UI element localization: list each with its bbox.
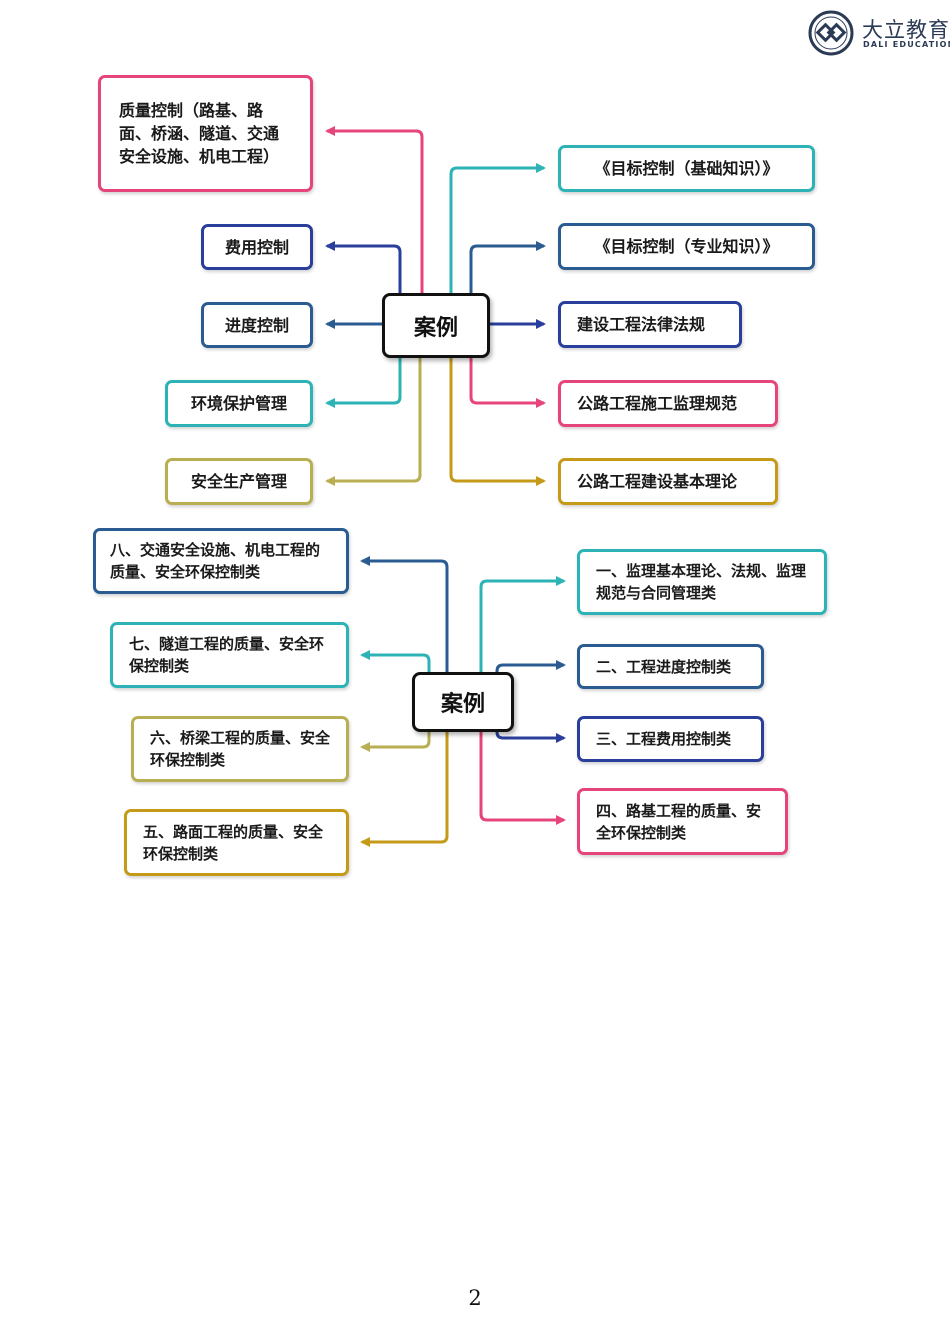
d2-node-item-6: 六、桥梁工程的质量、安全环保控制类: [131, 716, 349, 782]
d1-node-cost-control: 费用控制: [201, 224, 313, 270]
connector-d2-item6: [360, 732, 431, 752]
d2-node-item-2: 二、工程进度控制类: [577, 644, 764, 689]
connector-d1-environment: [325, 358, 402, 408]
connector-d2-item4: [479, 732, 566, 825]
connector-d2-item2: [495, 660, 566, 673]
d1-node-quality-control: 质量控制（路基、路面、桥涵、隧道、交通安全设施、机电工程）: [98, 75, 313, 192]
diagram2-center-node: 案例: [412, 672, 514, 732]
connector-d2-item3: [495, 731, 566, 743]
d2-node-item-5: 五、路面工程的质量、安全环保控制类: [124, 809, 349, 876]
d1-node-target-basic: 《目标控制（基础知识）》: [558, 145, 815, 192]
diagram1-center-label: 案例: [413, 315, 458, 341]
connector-d1-theory: [449, 358, 546, 486]
d2-node-item-3: 三、工程费用控制类: [577, 716, 764, 762]
connector-d1-target-basic: [449, 163, 546, 293]
d1-node-target-professional: 《目标控制（专业知识）》: [558, 223, 815, 270]
connector-d1-cost: [325, 241, 402, 293]
diagram2-center-label: 案例: [440, 692, 485, 717]
d2-node-item-7: 七、隧道工程的质量、安全环保控制类: [110, 622, 349, 688]
d2-node-item-4: 四、路基工程的质量、安全环保控制类: [577, 788, 788, 855]
connector-d1-target-pro: [469, 241, 546, 293]
d1-node-schedule-control: 进度控制: [201, 302, 313, 348]
d2-node-item-1: 一、监理基本理论、法规、监理规范与合同管理类: [577, 549, 827, 615]
connector-d1-quality: [325, 126, 424, 293]
connector-d2-item1: [479, 576, 566, 672]
diagram1-center-node: 案例: [382, 293, 490, 358]
d1-node-safety: 安全生产管理: [165, 458, 313, 505]
page-number: 2: [468, 1286, 482, 1310]
connector-d2-item5: [360, 732, 449, 847]
d2-node-item-8: 八、交通安全设施、机电工程的质量、安全环保控制类: [93, 528, 349, 594]
logo-name-cn: 大立教育: [862, 18, 950, 42]
logo-name-en: DALI EDUCATION: [863, 40, 950, 49]
d1-node-environment: 环境保护管理: [165, 380, 313, 427]
connector-d1-spec: [469, 358, 546, 408]
connector-d2-item7: [360, 650, 431, 672]
logo-emblem-icon: [808, 10, 854, 56]
d1-node-law: 建设工程法律法规: [558, 301, 742, 348]
d1-node-basic-theory: 公路工程建设基本理论: [558, 458, 778, 505]
connector-d1-safety: [325, 358, 422, 486]
brand-logo: 大立教育 DALI EDUCATION: [808, 10, 950, 56]
d1-node-supervision-spec: 公路工程施工监理规范: [558, 380, 778, 427]
connector-d2-item8: [360, 556, 449, 672]
